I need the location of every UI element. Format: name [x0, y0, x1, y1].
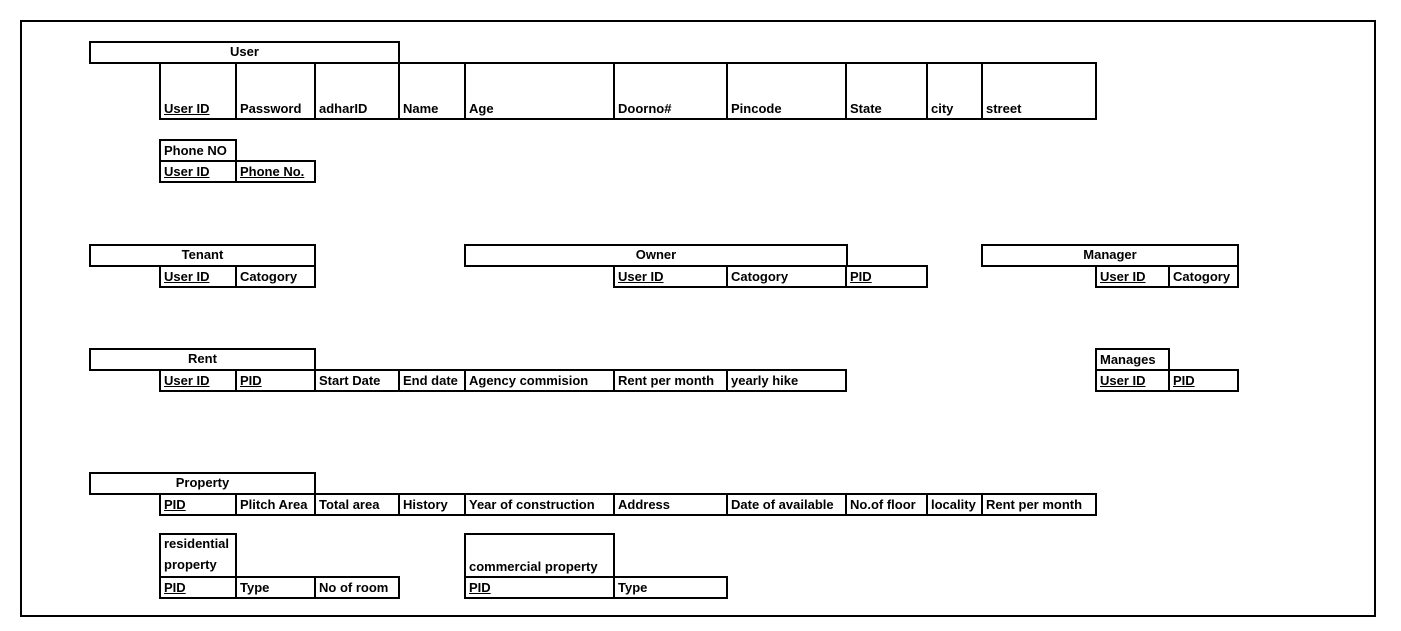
owner-attr-user-id: User ID [613, 265, 728, 288]
commercial-attr-type: Type [613, 576, 728, 599]
rent-attr-end-date: End date [398, 369, 466, 392]
residential-attr-type: Type [235, 576, 316, 599]
tenant-entity-title: Tenant [89, 244, 316, 267]
rent-entity-title: Rent [89, 348, 316, 371]
phone-entity-title: Phone NO [159, 139, 237, 162]
manager-entity-title: Manager [981, 244, 1239, 267]
property-attr-date-of-available: Date of available [726, 493, 847, 516]
tenant-attr-user-id: User ID [159, 265, 237, 288]
rent-attr-user-id: User ID [159, 369, 237, 392]
residential-attr-pid: PID [159, 576, 237, 599]
user-attr-street: street [981, 62, 1097, 120]
residential-attr-no-of-room: No of room [314, 576, 400, 599]
diagram-frame [20, 20, 1376, 617]
owner-attr-catogory: Catogory [726, 265, 847, 288]
user-attr-name: Name [398, 62, 466, 120]
property-entity-title: Property [89, 472, 316, 495]
user-title-text: User [230, 44, 259, 59]
phone-attr-phone-no: Phone No. [235, 160, 316, 183]
property-attr-history: History [398, 493, 466, 516]
residential-entity-title: residential property [159, 533, 237, 578]
rent-attr-rent-per-month: Rent per month [613, 369, 728, 392]
commercial-entity-title: commercial property [464, 533, 615, 578]
user-entity-title: User [89, 41, 400, 64]
rent-attr-pid: PID [235, 369, 316, 392]
rent-attr-agency-commision: Agency commision [464, 369, 615, 392]
manages-attr-user-id: User ID [1095, 369, 1170, 392]
property-attr-plitch-area: Plitch Area [235, 493, 316, 516]
commercial-attr-pid: PID [464, 576, 615, 599]
rent-attr-start-date: Start Date [314, 369, 400, 392]
user-attr-age: Age [464, 62, 615, 120]
owner-attr-pid: PID [845, 265, 928, 288]
manager-attr-user-id: User ID [1095, 265, 1170, 288]
property-attr-pid: PID [159, 493, 237, 516]
phone-attr-user-id: User ID [159, 160, 237, 183]
user-attr-adharid: adharID [314, 62, 400, 120]
manages-attr-pid: PID [1168, 369, 1239, 392]
property-attr-year-of-construction: Year of construction [464, 493, 615, 516]
user-attr-user-id: User ID [159, 62, 237, 120]
manager-attr-catogory: Catogory [1168, 265, 1239, 288]
user-attr-city: city [926, 62, 983, 120]
property-attr-total-area: Total area [314, 493, 400, 516]
user-attr-state: State [845, 62, 928, 120]
user-attr-password: Password [235, 62, 316, 120]
user-attr-pincode: Pincode [726, 62, 847, 120]
rent-attr-yearly-hike: yearly hike [726, 369, 847, 392]
property-attr-address: Address [613, 493, 728, 516]
tenant-attr-catogory: Catogory [235, 265, 316, 288]
property-attr-locality: locality [926, 493, 983, 516]
property-attr-rent-per-month: Rent per month [981, 493, 1097, 516]
manages-entity-title: Manages [1095, 348, 1170, 371]
user-attr-doorno: Doorno# [613, 62, 728, 120]
property-attr-no-of-floor: No.of floor [845, 493, 928, 516]
owner-entity-title: Owner [464, 244, 848, 267]
